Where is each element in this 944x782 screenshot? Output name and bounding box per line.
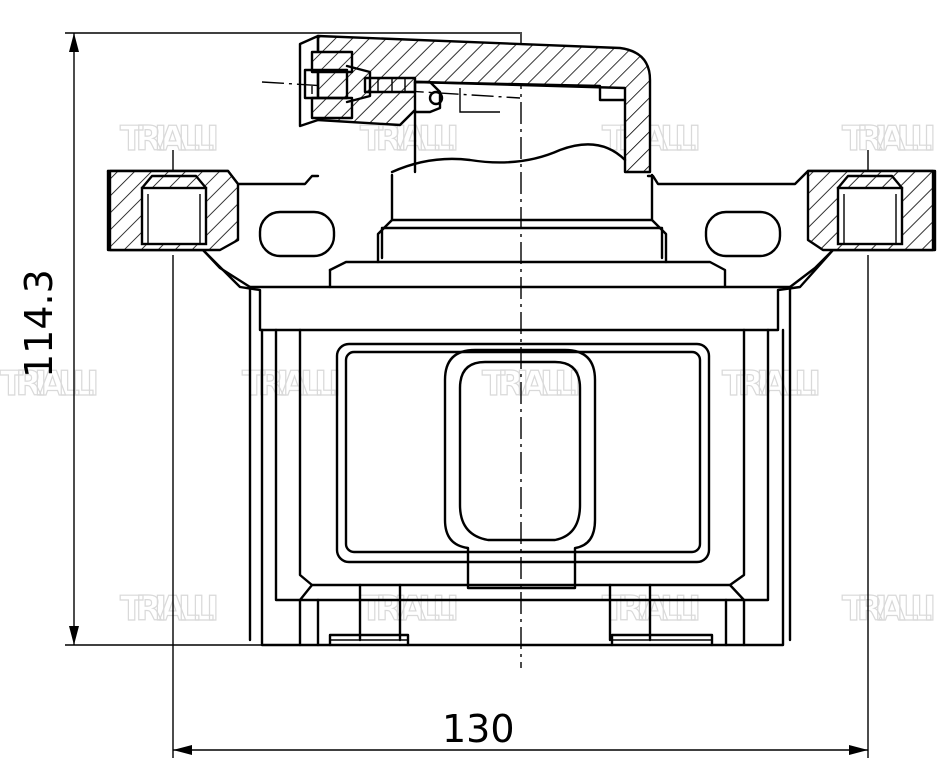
watermark-text: TRIALLI — [842, 119, 937, 159]
cylinder-section — [298, 34, 652, 174]
width-dimension-label: 130 — [442, 707, 515, 751]
right-flange-section — [806, 169, 935, 252]
height-dimension-label: 114.3 — [17, 269, 61, 378]
watermark-text: TRIALLI — [842, 589, 937, 629]
watermark-layer: TRIALLI TRIALLI TRIALLI TRIALLI TRIALLI … — [0, 118, 937, 629]
height-dimension: 114.3 — [17, 32, 520, 646]
left-flange-section — [108, 169, 240, 252]
watermark-text: TRIALLI — [242, 364, 342, 404]
width-dimension: 130 — [172, 258, 869, 758]
watermark-text: TRIALLI — [722, 364, 822, 404]
watermark-text: TRIALLI — [360, 589, 460, 629]
watermark-text: TRIALLI — [120, 119, 220, 159]
watermark-text: TRIALLI — [360, 119, 460, 159]
watermark-text: TRIALLI — [602, 589, 702, 629]
watermark-text: TRIALLI — [0, 364, 100, 404]
watermark-text: TRIALLI — [120, 589, 220, 629]
watermark-text: TRIALLI — [482, 364, 582, 404]
